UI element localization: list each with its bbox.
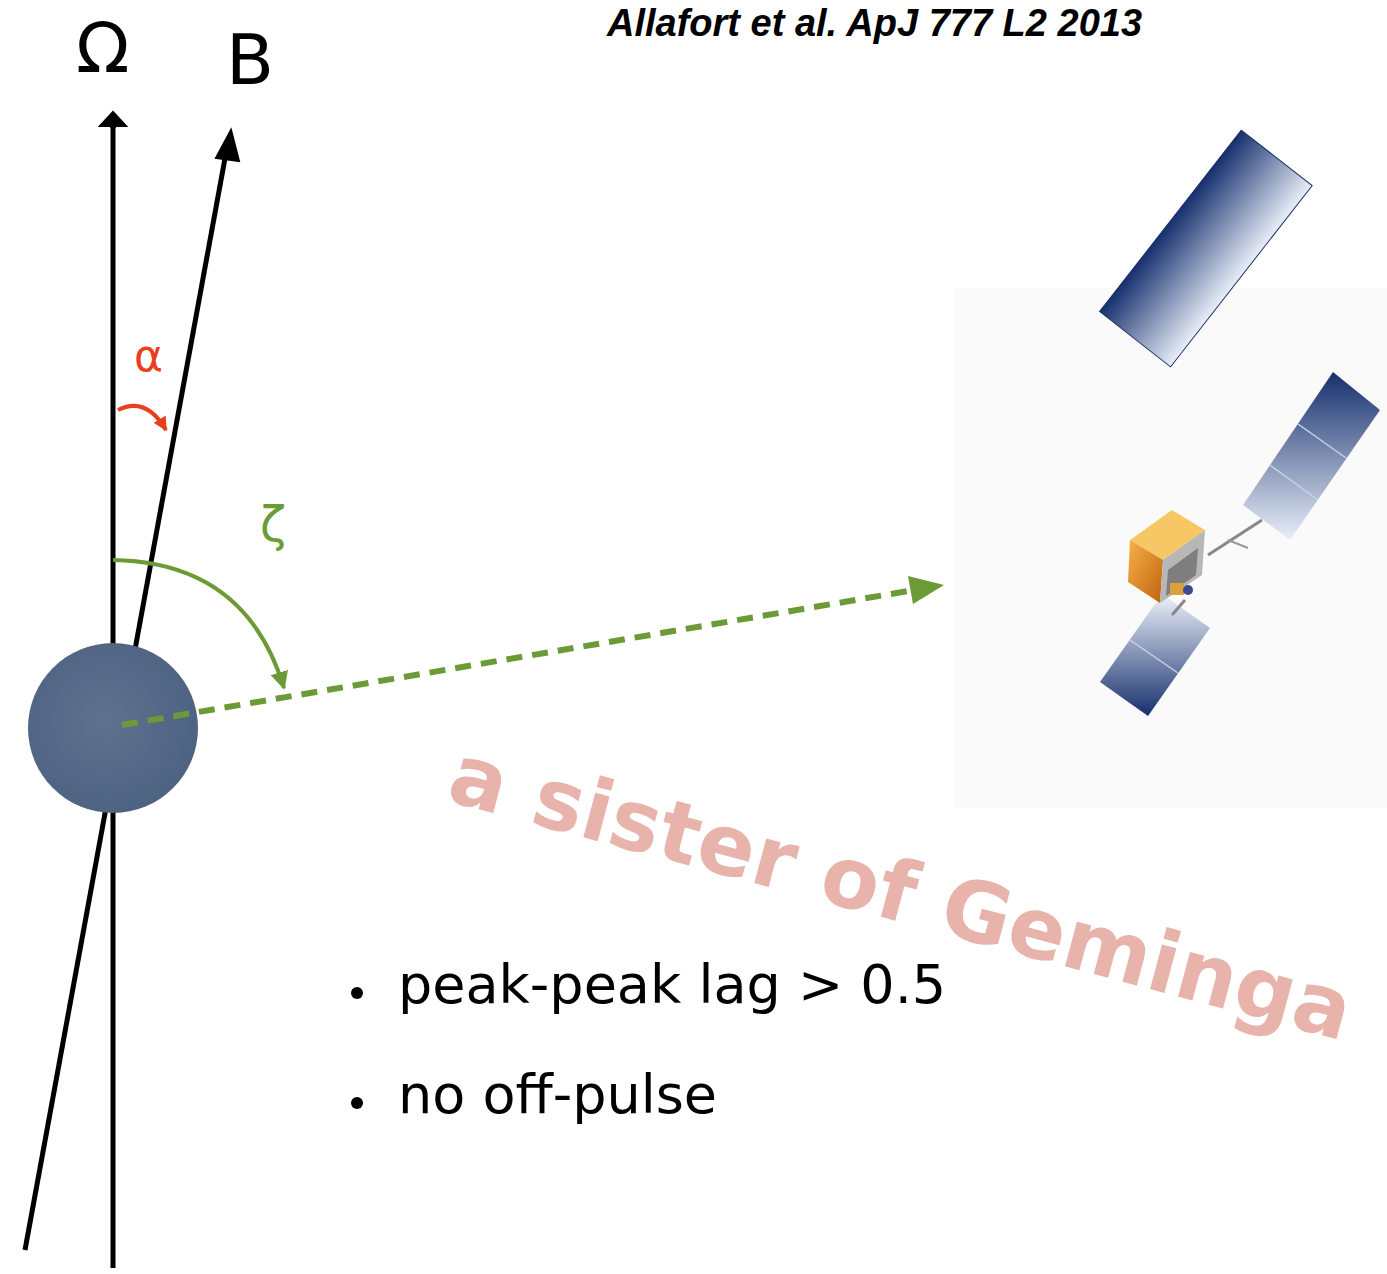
citation: Allafort et al. ApJ 777 L2 2013 [607,3,1142,45]
magnetic-axis [25,142,228,1250]
angle-label: ζ [260,498,286,551]
axis-arrowhead [216,130,239,161]
bullet-text: no off-pulse [398,1065,717,1124]
zeta-angle-arc [113,560,284,688]
bullet-dot [351,987,363,999]
axis-label: Ω [76,10,130,87]
axis-label: B [226,22,274,99]
neutron-star [28,643,198,813]
satellite-illustration [1100,372,1380,716]
alpha-angle-arrow [118,406,166,430]
bullet-text: peak-peak lag > 0.5 [398,955,946,1014]
bullet-dot [351,1097,363,1109]
axis-arrowhead [100,112,126,126]
line-of-sight [122,589,920,725]
sight-arrowhead [908,576,944,604]
angle-label: α [134,332,163,380]
